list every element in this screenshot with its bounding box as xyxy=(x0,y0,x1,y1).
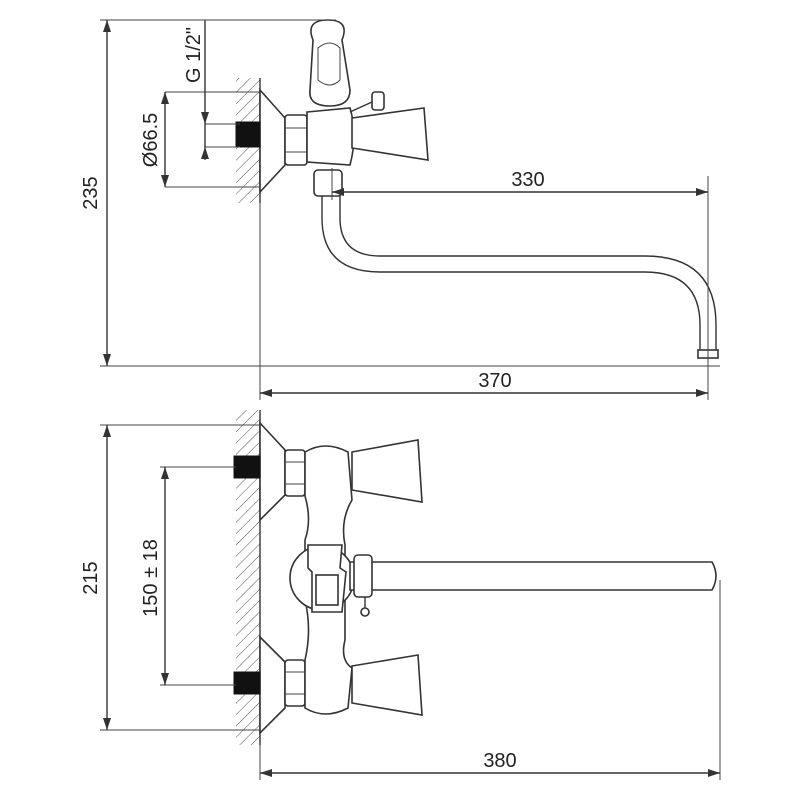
wall-connector-upper xyxy=(233,455,261,479)
plan-view: 215 150 ± 18 380 xyxy=(80,410,721,780)
spout-pipe-side xyxy=(321,196,701,352)
bottom-height-label: 215 xyxy=(80,561,102,594)
diverter-knob xyxy=(371,91,385,111)
center-distance-label: 150 ± 18 xyxy=(140,539,162,617)
diameter-label: Ø66.5 xyxy=(140,113,162,167)
spout-collar-plan xyxy=(353,554,373,598)
wall-connector-lower xyxy=(233,671,261,695)
spout-reach-label: 330 xyxy=(511,169,544,191)
spout-pipe-plan xyxy=(349,561,717,591)
bottom-width-label: 380 xyxy=(483,750,516,772)
top-width-label: 370 xyxy=(478,370,511,392)
wall-flange-lower xyxy=(259,635,286,735)
handle-side xyxy=(351,107,429,161)
wall-connector-block-top xyxy=(235,121,261,148)
spout-connector xyxy=(313,169,343,197)
hex-nut-lower xyxy=(284,659,306,707)
hex-nut-upper xyxy=(284,449,306,497)
hex-nut-top xyxy=(284,114,308,166)
wall-flange-upper xyxy=(259,420,286,522)
shower-holder xyxy=(309,19,351,107)
handle-lower xyxy=(351,654,423,716)
handle-upper xyxy=(351,439,423,503)
top-height-label: 235 xyxy=(80,176,102,209)
thread-label: G 1/2" xyxy=(183,27,205,83)
valve-body-side xyxy=(306,107,355,166)
side-view: Ø66.5 G 1/2" 235 330 370 xyxy=(80,19,720,400)
wall-flange-top xyxy=(259,87,286,195)
